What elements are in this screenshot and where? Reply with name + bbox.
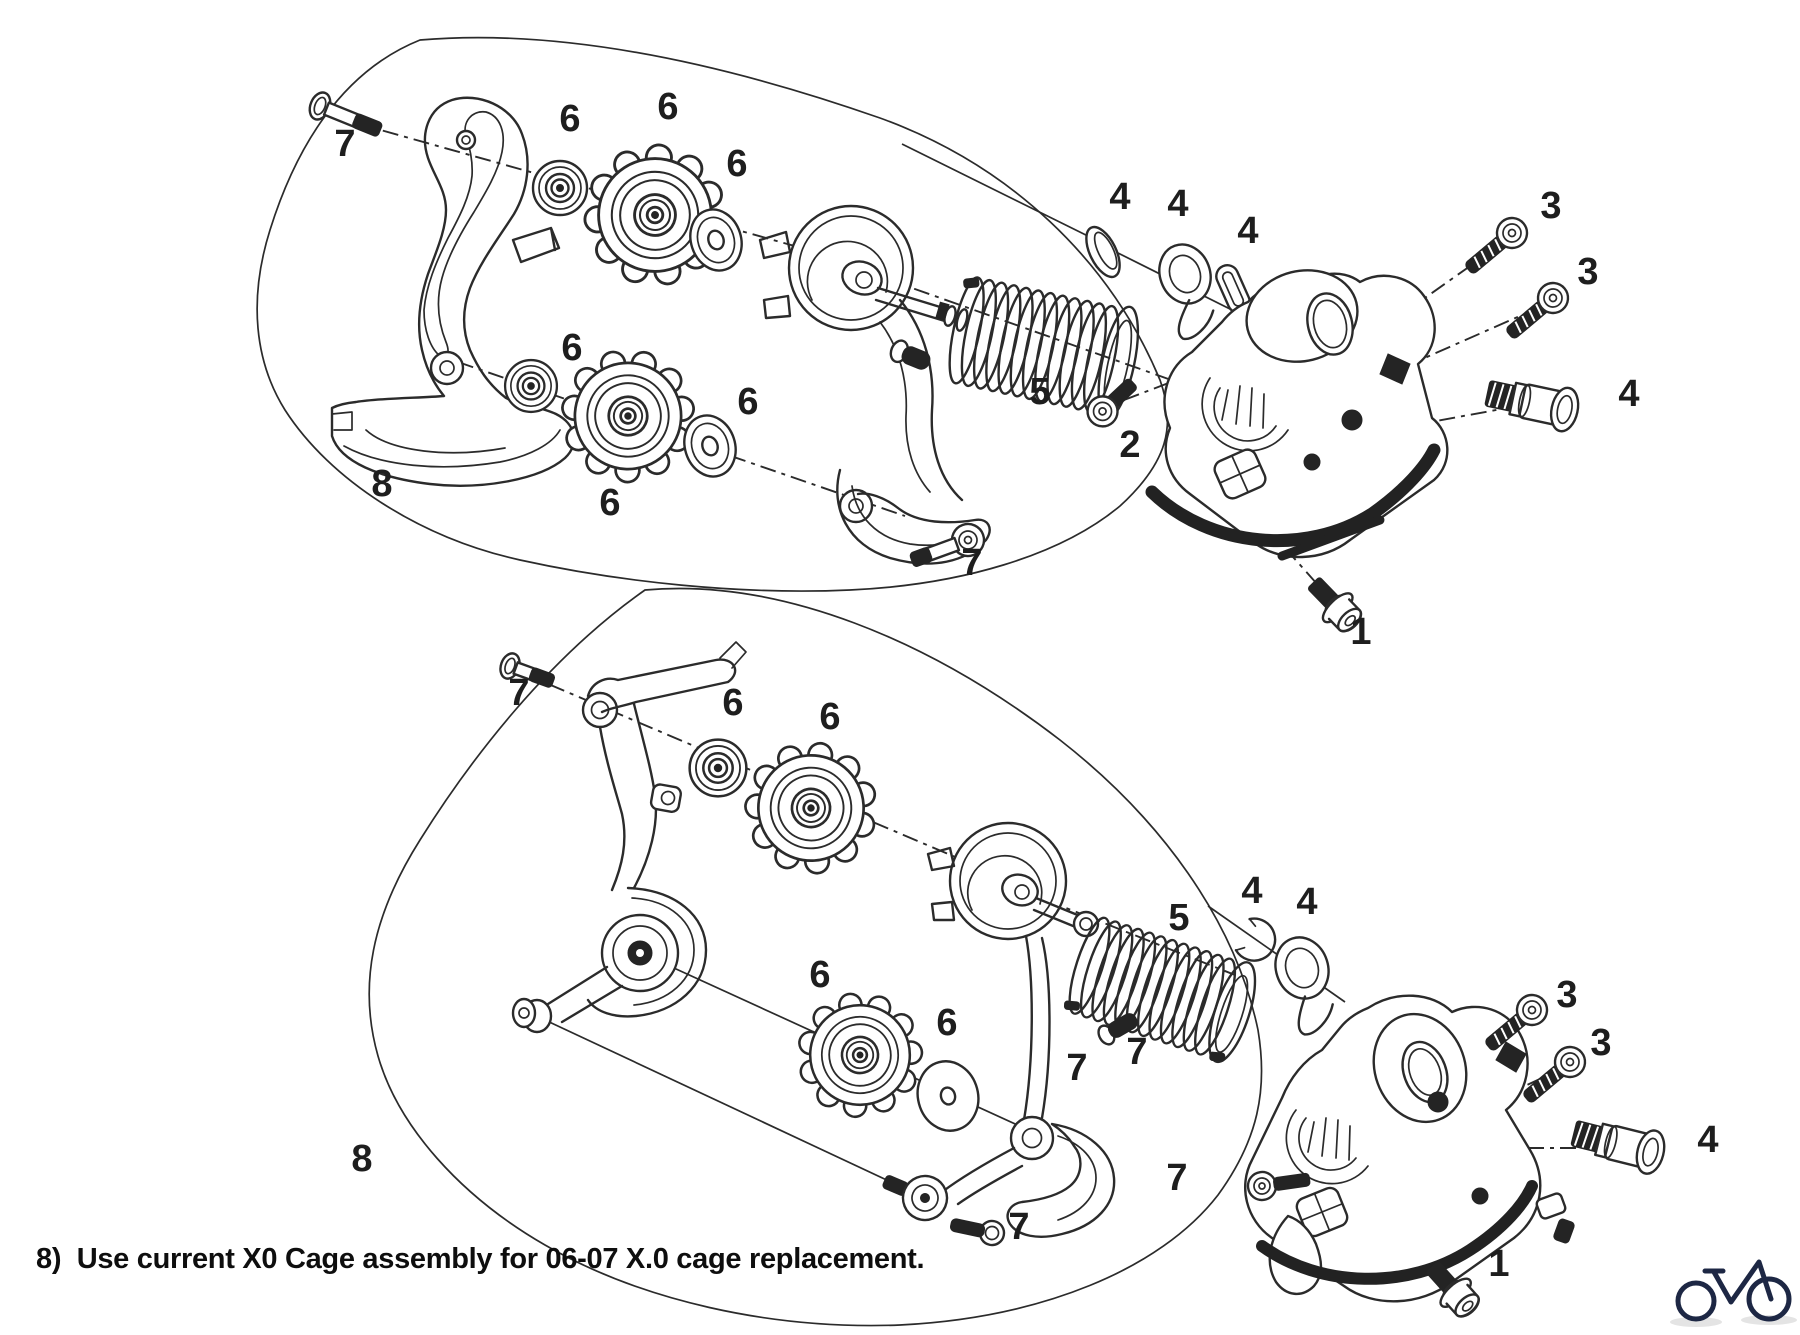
part-callout-4: 4: [1167, 183, 1188, 225]
part-callout-6: 6: [559, 98, 580, 140]
part-callout-8: 8: [351, 1138, 372, 1180]
part-callout-6: 6: [722, 682, 743, 724]
inner-cage-plate: [511, 641, 747, 1034]
cage-bolt-upper: [308, 91, 383, 137]
part-callout-4: 4: [1109, 176, 1130, 218]
cage-screw-small: [949, 1218, 1006, 1247]
cage-bolt-upper: [499, 652, 555, 688]
lower-pulley-wheel: [776, 970, 946, 1141]
mount-screw: [1457, 210, 1535, 283]
pulley-disc-washer: [916, 1060, 980, 1132]
pivot-bushing: [1274, 936, 1334, 1036]
group-boundary-oval: [368, 587, 1263, 1327]
part-callout-6: 6: [819, 696, 840, 738]
part-callout-6: 6: [599, 482, 620, 524]
part-callout-6: 6: [561, 327, 582, 369]
part-callout-7: 7: [1126, 1031, 1147, 1073]
cage-pivot-screw: [882, 1174, 949, 1222]
pulley-bearing: [503, 358, 559, 414]
part-callout-7: 7: [1008, 1206, 1029, 1248]
part-callout-7: 7: [334, 123, 355, 165]
part-callout-1: 1: [1488, 1243, 1509, 1285]
part-callout-4: 4: [1618, 373, 1639, 415]
mount-screw: [1498, 275, 1576, 348]
part-callout-4: 4: [1241, 870, 1262, 912]
c-clip-retainer: [1234, 917, 1277, 962]
part-callout-3: 3: [1577, 251, 1598, 293]
b-tension-bolt: [1246, 1170, 1311, 1202]
part-callout-7: 7: [508, 672, 529, 714]
part-callout-6: 6: [737, 381, 758, 423]
part-callout-7: 7: [1166, 1157, 1187, 1199]
part-callout-3: 3: [1540, 185, 1561, 227]
footnote: 8) Use current X0 Cage assembly for 06-0…: [36, 1243, 925, 1275]
cage-bolt-lower: [909, 522, 986, 567]
part-callout-7: 7: [1066, 1047, 1087, 1089]
bicycle-logo: [1670, 1259, 1797, 1327]
pulley-bearing: [688, 738, 748, 798]
top-assembly-group: [256, 36, 1584, 641]
part-callout-1: 1: [1350, 611, 1371, 653]
outer-cage-plate: [926, 821, 1116, 1238]
part-callout-6: 6: [657, 86, 678, 128]
part-callout-5: 5: [1029, 371, 1050, 413]
derailleur-body-upper: [1145, 269, 1449, 561]
pivot-bushing: [1158, 243, 1215, 341]
upper-pulley-wheel: [729, 725, 895, 892]
b-axle-barrel: [1481, 370, 1584, 435]
dome-washer: [1085, 225, 1121, 279]
part-callout-4: 4: [1237, 210, 1258, 252]
part-callout-5: 5: [1168, 897, 1189, 939]
group-boundary-oval: [256, 36, 1169, 592]
part-callout-3: 3: [1590, 1022, 1611, 1064]
cage-stop-bolt: [889, 339, 931, 370]
tension-spring: [1060, 912, 1257, 1064]
part-callout-6: 6: [726, 143, 747, 185]
cage-fixing-bolt: [1097, 1013, 1138, 1046]
outer-cage-plate: [758, 204, 991, 565]
part-callout-6: 6: [936, 1002, 957, 1044]
part-callout-3: 3: [1556, 974, 1577, 1016]
part-callout-6: 6: [809, 954, 830, 996]
b-axle-barrel: [1567, 1110, 1670, 1178]
bottom-assembly-group: [368, 587, 1670, 1327]
part-callout-7: 7: [961, 542, 982, 584]
pulley-bearing: [531, 159, 589, 217]
part-callout-4: 4: [1697, 1119, 1718, 1161]
part-callout-8: 8: [371, 463, 392, 505]
derailleur-body-lower: [1244, 994, 1575, 1303]
part-callout-4: 4: [1296, 881, 1317, 923]
cable-anchor-bolt: [1086, 378, 1137, 428]
part-callout-2: 2: [1119, 424, 1140, 466]
mount-screw: [1515, 1039, 1593, 1112]
inner-cage-plate: [330, 96, 576, 487]
